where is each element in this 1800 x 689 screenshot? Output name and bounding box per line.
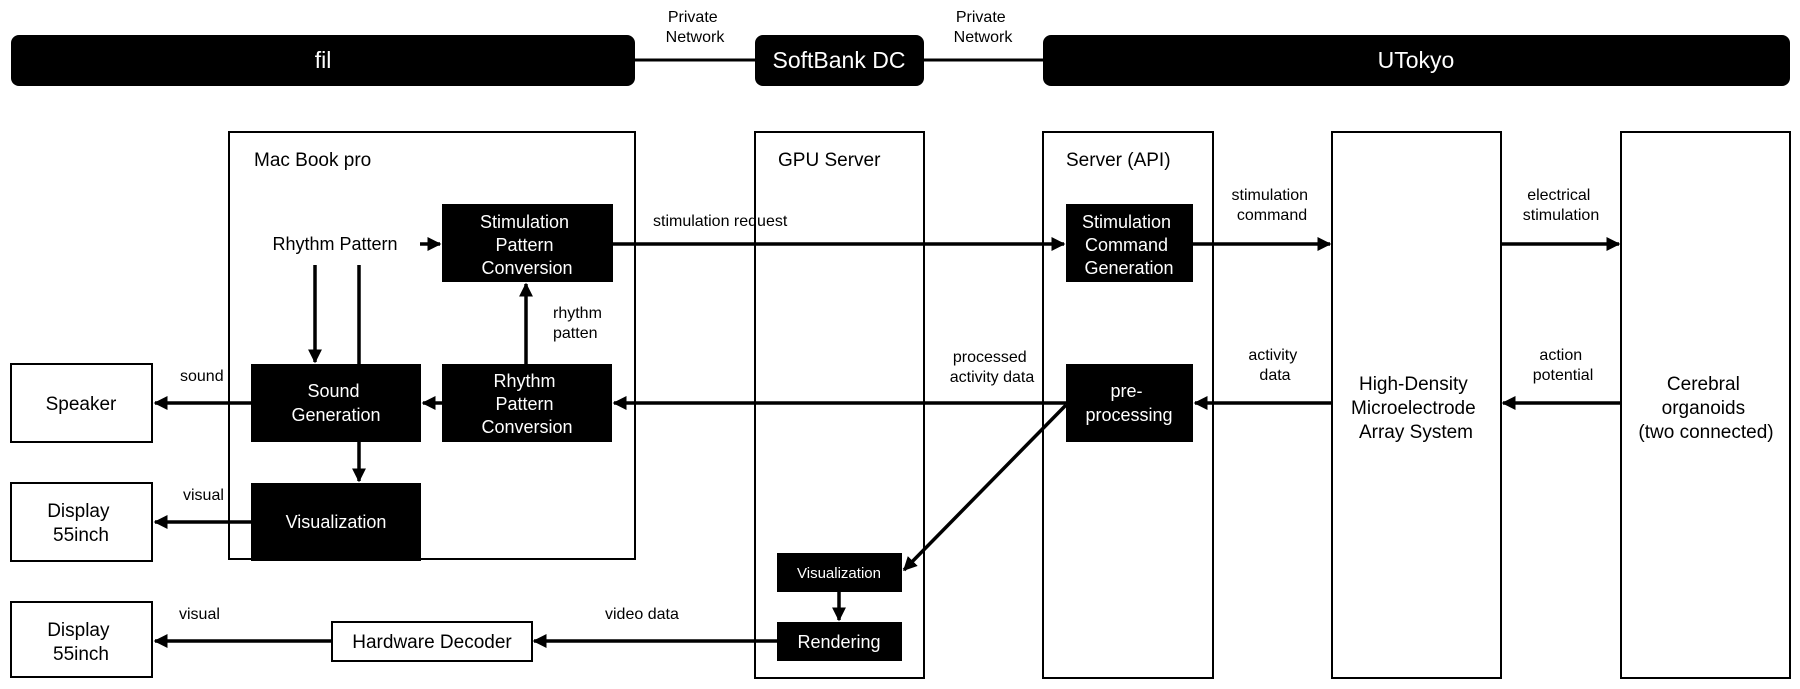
stimulation-pattern-conversion-label: Stimulation Pattern Conversion [480, 212, 574, 278]
rhythm-pattern-label: Rhythm Pattern [272, 234, 397, 254]
processed-activity-data-label: processed activity data [950, 349, 1035, 386]
visualization-mac-block [251, 483, 421, 561]
display-box-1 [10, 482, 153, 562]
macbook-container [228, 131, 636, 560]
gpu-server-container [754, 131, 925, 679]
electrical-stimulation-label: electrical stimulation [1523, 187, 1599, 224]
rhythm-pattern-conversion-block [442, 364, 612, 442]
stimulation-command-label: stimulation command [1232, 187, 1313, 224]
action-potential-label: action potential [1533, 347, 1594, 384]
hdmea-label: High-Density Microelectrode Array System [1351, 374, 1481, 443]
hardware-decoder-box [331, 621, 533, 662]
visualization-gpu-label: Visualization [797, 565, 881, 582]
preprocessing-block [1066, 364, 1193, 442]
stimulation-command-generation-block [1066, 204, 1193, 282]
hdmea-box [1331, 131, 1502, 679]
rhythm-patten-label: rhythm patten [553, 305, 606, 342]
header-fil-label: fil [315, 47, 332, 73]
stimulation-pattern-conversion-block [442, 204, 613, 282]
private-network-label-1: Private Network [666, 9, 726, 46]
display-2-label: Display 55inch [47, 620, 115, 665]
visualization-gpu-block [777, 553, 902, 592]
sound-label: sound [180, 368, 224, 385]
rendering-label: Rendering [797, 632, 880, 652]
gpu-server-title: GPU Server [778, 150, 881, 171]
visualization-mac-label: Visualization [286, 512, 387, 532]
header-bar-fil [11, 35, 635, 86]
header-softbank-label: SoftBank DC [773, 47, 906, 73]
video-data-label: video data [605, 606, 679, 623]
sound-generation-block [251, 364, 421, 442]
private-network-label-2: Private Network [954, 9, 1014, 46]
rendering-block [777, 622, 902, 661]
macbook-title: Mac Book pro [254, 150, 371, 171]
server-api-title: Server (API) [1066, 150, 1171, 171]
visual-label-1: visual [183, 487, 224, 504]
display-1-label: Display 55inch [47, 501, 115, 546]
hardware-decoder-label: Hardware Decoder [352, 632, 512, 653]
header-bar-softbank [755, 35, 924, 86]
stimulation-request-label: stimulation request [653, 213, 788, 230]
rhythm-pattern-conversion-label: Rhythm Pattern Conversion [481, 371, 572, 437]
sound-generation-label: Sound Generation [291, 381, 380, 425]
header-utokyo-label: UTokyo [1378, 47, 1455, 73]
preprocessing-label: pre- processing [1085, 381, 1172, 425]
visual-label-2: visual [179, 606, 220, 623]
arrow-preprocessing-to-gpu-visualization [902, 403, 1068, 572]
organoids-box [1620, 131, 1791, 679]
header-bar-utokyo [1043, 35, 1790, 86]
display-box-2 [10, 601, 153, 678]
speaker-box [10, 363, 153, 443]
activity-data-label: activity data [1248, 347, 1301, 384]
speaker-label: Speaker [46, 394, 117, 415]
server-api-container [1042, 131, 1214, 679]
stimulation-command-generation-label: Stimulation Command Generation [1082, 212, 1176, 278]
organoids-label: Cerebral organoids (two connected) [1638, 374, 1773, 443]
